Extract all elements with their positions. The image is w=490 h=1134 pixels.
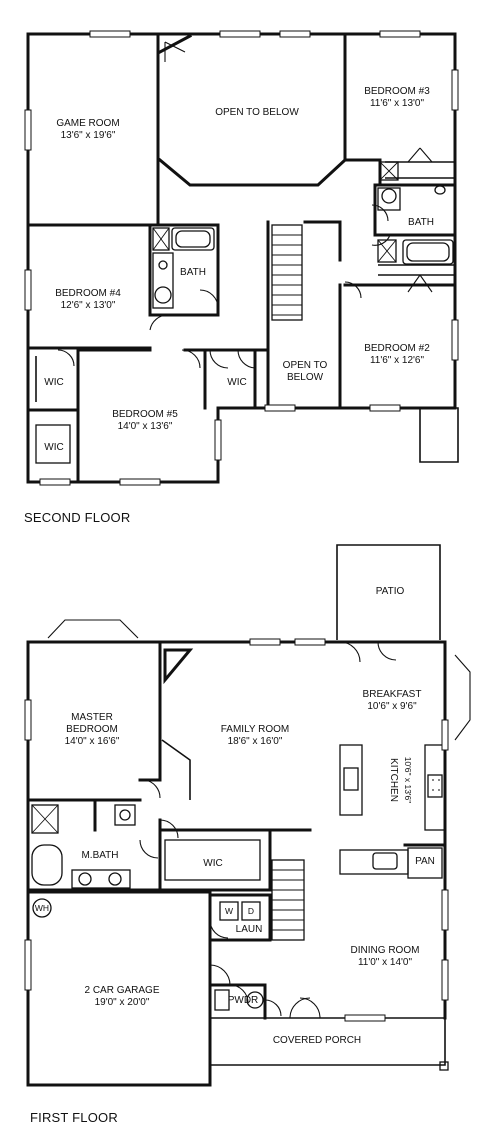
bedroom5-label: BEDROOM #5 [112,409,178,420]
laundry-walls [208,893,272,942]
bedroom3-label: BEDROOM #3 [364,86,430,97]
master-label-line2: BEDROOM [66,724,118,735]
patio-outline [336,544,441,640]
washer-dryer [219,901,261,921]
dryer-label: D [248,906,254,916]
right-bath-label: BATH [408,217,434,228]
bedroom2-label: BEDROOM #2 [364,343,430,354]
first-floor-title: FIRST FLOOR [30,1110,118,1125]
first-floor-windows [24,638,449,1022]
kitchen-fixtures [339,744,447,879]
garage-dims: 19'0" x 20'0" [95,997,150,1008]
left-bath-fixtures [152,227,215,309]
patio-label: PATIO [376,586,405,597]
garage-label: 2 CAR GARAGE [84,985,159,996]
second-floor-plan: GAME ROOM 13'6" x 19'6" OPEN TO BELOW BE… [24,30,459,486]
wic-walls [26,348,257,484]
wic-walls-first [158,828,272,892]
master-right-wall [138,640,162,782]
bedroom2-dims: 11'6" x 12'6" [370,355,425,366]
wic-3-label: WIC [44,442,63,453]
second-floor-right-ledge [419,407,459,463]
family-room-label: FAMILY ROOM [221,724,290,735]
stair-walls [266,220,342,410]
second-floor-title: SECOND FLOOR [24,510,131,525]
first-floor-doors [139,641,397,1019]
open-to-below-label: OPEN TO BELOW [215,107,299,118]
second-floor-windows [24,30,459,486]
dining-room-dims: 11'0" x 14'0" [358,957,413,968]
master-bay-window [47,619,139,639]
bedroom4-dims: 12'6" x 13'0" [61,300,116,311]
first-floor-stairs [268,828,312,941]
left-bath-label: BATH [180,267,206,278]
second-floor-doors [57,41,433,369]
family-corner-wall [161,739,191,800]
open-to-below-2-line2: BELOW [287,372,324,383]
master-dims: 14'0" x 16'6" [65,736,120,747]
family-room-dims: 18'6" x 16'0" [228,736,283,747]
powder-fixtures [214,989,264,1011]
left-bath-walls [148,223,220,317]
wic-1-label: WIC [44,377,63,388]
water-heater-label: WH [35,903,49,913]
breakfast-label: BREAKFAST [363,689,422,700]
game-room-label: GAME ROOM [56,118,119,129]
bedroom3-dims: 11'6" x 13'0" [370,98,425,109]
master-label-line1: MASTER [71,712,113,723]
covered-porch-label: COVERED PORCH [273,1035,361,1046]
powder-label: PWDR [228,995,259,1006]
water-heater [32,898,52,918]
mbath-walls [26,798,162,892]
second-floor-stairs [271,224,303,321]
laundry-label: LAUN [236,924,263,935]
kitchen-dims: 10'6" x 13'6" [403,757,413,804]
covered-porch-outline [210,1017,446,1066]
porch-post [439,1061,449,1071]
bedroom4-label: BEDROOM #4 [55,288,121,299]
mbath-fixtures [31,804,261,889]
game-room-dims: 13'6" x 19'6" [61,130,116,141]
powder-walls [208,983,267,1020]
bedroom3-bottom-wall [343,158,382,187]
first-floor-plan: PATIO BREAKFAST 10'6" x 9'6" MASTER BEDR… [24,544,471,1087]
kitchen-label: KITCHEN [388,758,399,802]
mbath-label: M.BATH [81,850,118,861]
breakfast-dims: 10'6" x 9'6" [367,701,417,712]
open-to-below-2-line1: OPEN TO [283,360,328,371]
bedroom5-dims: 14'0" x 13'6" [118,421,173,432]
pantry-label: PAN [415,856,435,867]
wic-shelves [35,356,71,464]
dining-room-label: DINING ROOM [351,945,420,956]
breakfast-bay-window [454,654,471,741]
fireplace [163,648,194,685]
right-bath-walls [373,183,457,237]
wic-first-label: WIC [203,858,222,869]
garage-top-wall [26,890,212,1062]
wic-2-label: WIC [227,377,246,388]
bedroom2-closet [378,264,455,276]
washer-label: W [225,906,233,916]
